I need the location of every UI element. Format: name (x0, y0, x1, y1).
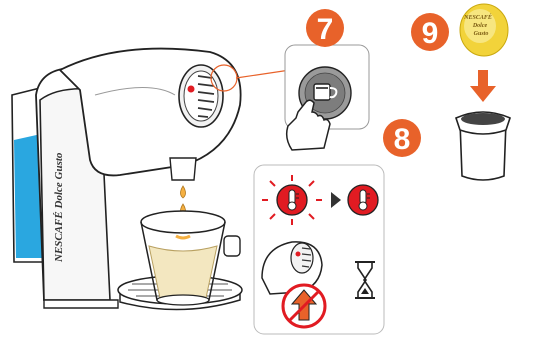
step-9-number: 9 (422, 17, 439, 50)
machine-brand-label: NESCAFÉ Dolce Gusto (53, 152, 65, 263)
step-7-number: 7 (317, 13, 334, 46)
capsule-label-2: Dolce (472, 23, 488, 29)
step-8-panel: 8 (254, 119, 421, 334)
step-9-panel: 9 NESCAFÉ Dolce Gusto (411, 4, 510, 180)
control-dial (179, 65, 223, 127)
capsule-label-3: Gusto (474, 31, 489, 37)
thermometer-icon (348, 185, 378, 215)
callout-line (236, 70, 290, 78)
capsule-label-1: NESCAFÉ (463, 13, 492, 21)
step-8-number: 8 (394, 123, 411, 156)
capsule: NESCAFÉ Dolce Gusto (460, 4, 508, 56)
step-7-panel: 7 (285, 9, 369, 150)
waste-bin (456, 112, 510, 180)
down-arrow-icon (470, 70, 496, 102)
up-arrow-icon (283, 285, 325, 327)
